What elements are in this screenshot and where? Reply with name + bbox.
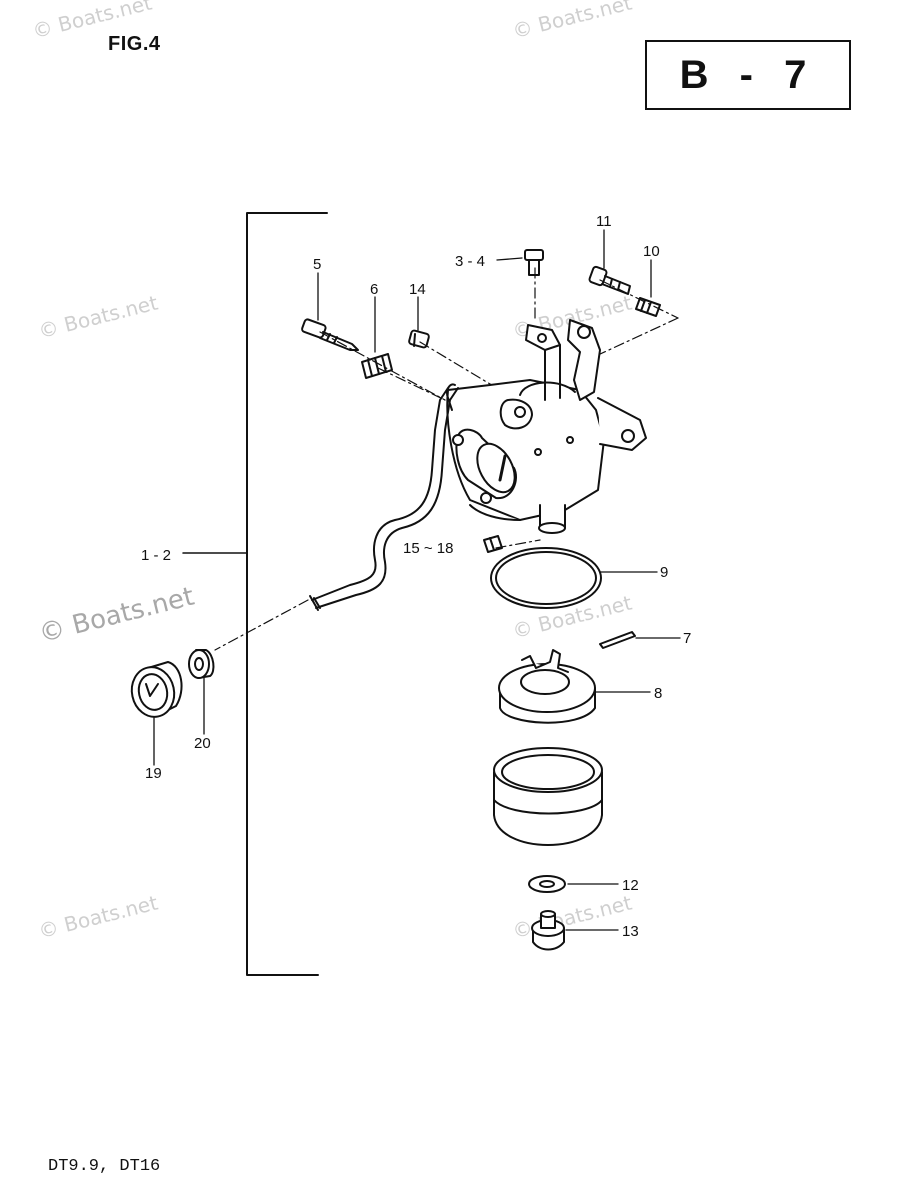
part-19-screw: [130, 661, 183, 718]
callout-3-4: 3 - 4: [455, 253, 485, 270]
callout-7: 7: [683, 630, 691, 647]
callout-20: 20: [194, 735, 211, 752]
part-9-gasket: [490, 547, 602, 609]
callout-1-2: 1 - 2: [141, 547, 171, 564]
part-3-4-screw: [524, 249, 544, 276]
part-5-pilot-screw: [301, 318, 359, 351]
callout-labels: 1 - 2 3 - 4 5 6 14 11 10 15 ~ 18 9 7 8 1…: [141, 213, 691, 940]
part-10-spring: [635, 297, 661, 317]
part-6-spring: [361, 353, 393, 379]
page-code: B - 7: [679, 52, 817, 97]
callout-10: 10: [643, 243, 660, 260]
figure-label: FIG.4: [108, 33, 161, 55]
fuel-pipe: [309, 383, 459, 611]
callout-9: 9: [660, 564, 668, 581]
callout-19: 19: [145, 765, 162, 782]
callout-14: 14: [409, 281, 426, 298]
part-14-jet: [408, 329, 430, 349]
float-bowl: [493, 747, 603, 846]
part-13-drain-bolt: [531, 910, 565, 951]
callout-13: 13: [622, 923, 639, 940]
callout-11: 11: [596, 213, 612, 230]
part-15-18-jet: [483, 535, 503, 553]
callout-6: 6: [370, 281, 378, 298]
carburetor-body: [446, 319, 647, 534]
part-8-float: [498, 649, 596, 724]
leader-lines: [153, 229, 681, 931]
part-20-gasket: [188, 649, 215, 679]
part-11-screw: [588, 265, 631, 295]
page-code-box: B - 7: [645, 40, 851, 110]
assembly-bracket: [246, 212, 328, 976]
callout-5: 5: [313, 256, 321, 273]
guide-lines: [214, 267, 679, 651]
part-7-pin: [599, 631, 636, 649]
callout-15-18: 15 ~ 18: [403, 540, 453, 557]
callout-8: 8: [654, 685, 662, 702]
callout-12: 12: [622, 877, 639, 894]
model-list: DT9.9, DT16: [48, 1157, 161, 1176]
part-12-washer: [528, 875, 566, 893]
